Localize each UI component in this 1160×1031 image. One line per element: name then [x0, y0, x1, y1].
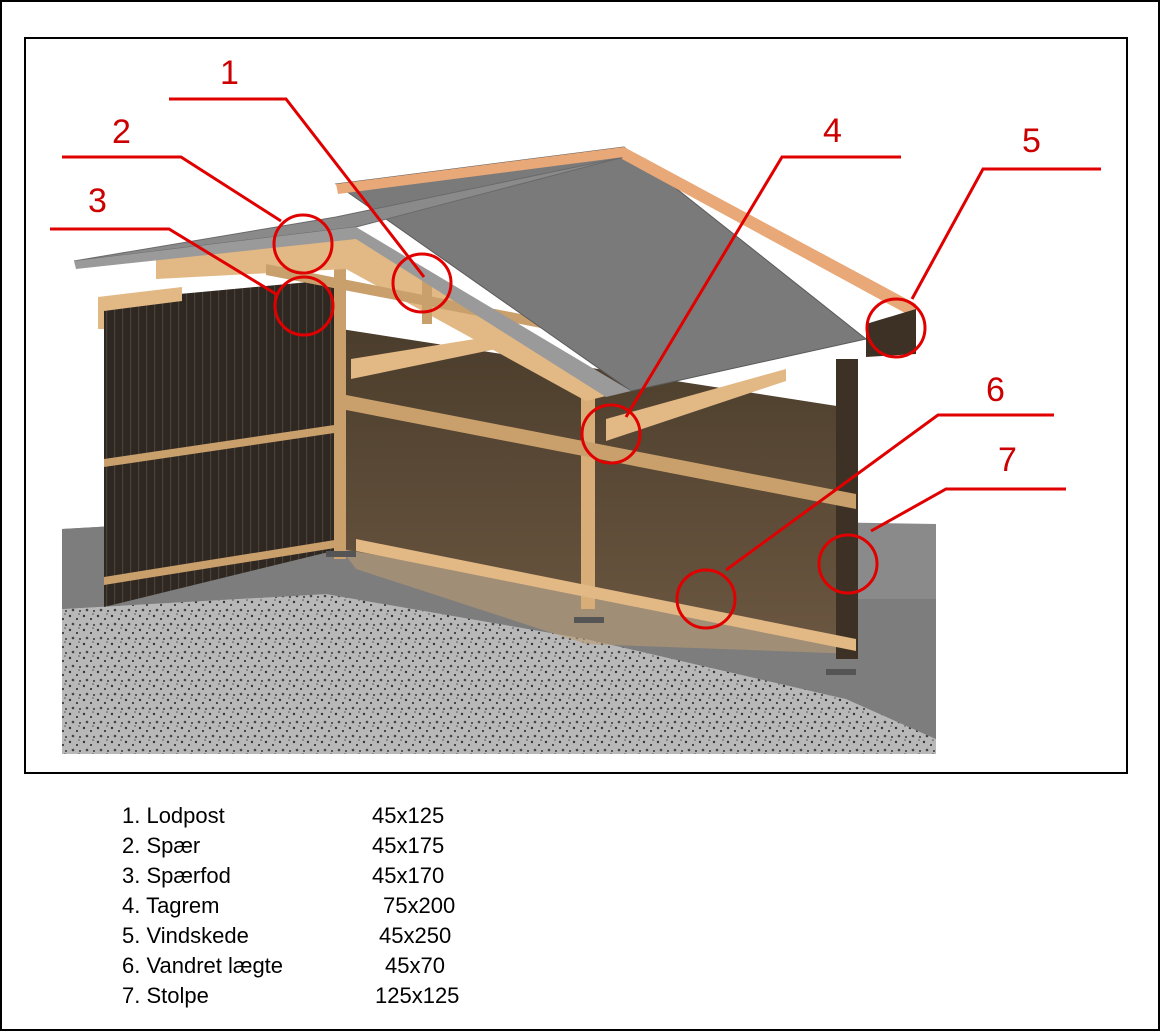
legend-dimension: 45x70: [385, 953, 445, 978]
legend-dimension: 45x250: [379, 923, 452, 948]
legend-label: 4. Tagrem: [122, 893, 220, 918]
dimension-legend: 1. Lodpost 45x125 2. Spær 45x175 3. Spær…: [122, 803, 582, 1013]
shed-illustration: 1 2 3 4 5 6 7: [50, 54, 1101, 754]
shed-interior: [341, 329, 856, 654]
post-footings: [326, 551, 856, 675]
legend-label: 3. Spærfod: [122, 863, 231, 888]
legend-dimension: 125x125: [375, 983, 460, 1008]
callout-number-1: 1: [220, 54, 239, 92]
callout-number-4: 4: [823, 112, 842, 150]
legend-label: 7. Stolpe: [122, 983, 209, 1008]
legend-dimension: 45x125: [372, 803, 445, 828]
legend-row: 2. Spær 45x175: [122, 833, 582, 863]
legend-dimension: 75x200: [383, 893, 456, 918]
callout-number-7: 7: [998, 441, 1017, 479]
legend-row: 7. Stolpe 125x125: [122, 983, 582, 1013]
callout-number-2: 2: [112, 113, 131, 151]
callout-number-5: 5: [1022, 122, 1041, 160]
callout-number-6: 6: [986, 371, 1005, 409]
legend-dimension: 45x170: [372, 863, 445, 888]
legend-row: 5. Vindskede 45x250: [122, 923, 582, 953]
legend-dimension: 45x175: [372, 833, 445, 858]
legend-label: 5. Vindskede: [122, 923, 249, 948]
left-wall-cladding: [98, 279, 341, 607]
legend-label: 1. Lodpost: [122, 803, 225, 828]
legend-row: 4. Tagrem 75x200: [122, 893, 582, 923]
illustration-panel: 1 2 3 4 5 6 7: [24, 37, 1128, 774]
front-frame: [334, 269, 858, 659]
callout-number-3: 3: [88, 182, 107, 220]
legend-row: 6. Vandret lægte 45x70: [122, 953, 582, 983]
callout-markers: [50, 97, 1101, 630]
legend-row: 1. Lodpost 45x125: [122, 803, 582, 833]
legend-row: 3. Spærfod 45x170: [122, 863, 582, 893]
legend-label: 2. Spær: [122, 833, 201, 858]
legend-label: 6. Vandret lægte: [122, 953, 284, 978]
roof: [73, 146, 916, 397]
